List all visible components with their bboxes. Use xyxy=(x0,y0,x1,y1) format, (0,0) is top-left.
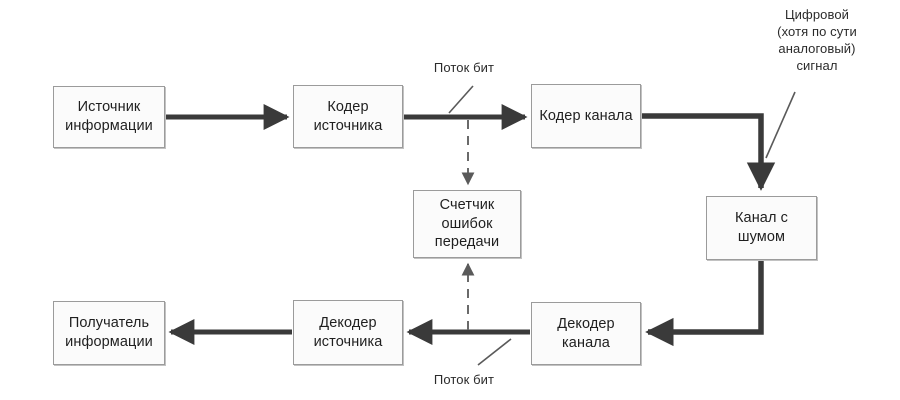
node-source-decoder[interactable]: Декодер источника xyxy=(293,300,403,365)
node-noisy-channel[interactable]: Канал с шумом xyxy=(706,196,817,260)
annotation-digital-signal: Цифровой (хотя по сути аналоговый) сигна… xyxy=(777,7,857,74)
node-channel-decoder[interactable]: Декодер канала xyxy=(531,302,641,365)
node-channel-encoder[interactable]: Кодер канала xyxy=(531,84,641,148)
edge-noisy-channel-to-channel-decoder xyxy=(645,261,764,347)
node-error-counter[interactable]: Счетчик ошибок передачи xyxy=(413,190,521,258)
node-source[interactable]: Источник информации xyxy=(53,86,165,148)
node-source-encoder[interactable]: Кодер источника xyxy=(293,85,403,148)
annotation-bitstream-bottom: Поток бит xyxy=(433,372,495,387)
leader-digital-signal xyxy=(765,91,796,159)
leader-bitstream-top xyxy=(448,85,474,114)
annotation-bitstream-top: Поток бит xyxy=(433,60,495,75)
leader-bitstream-bottom xyxy=(477,338,512,366)
edge-channel-encoder-to-noisy-channel xyxy=(642,113,776,191)
node-receiver[interactable]: Получатель информации xyxy=(53,301,165,365)
